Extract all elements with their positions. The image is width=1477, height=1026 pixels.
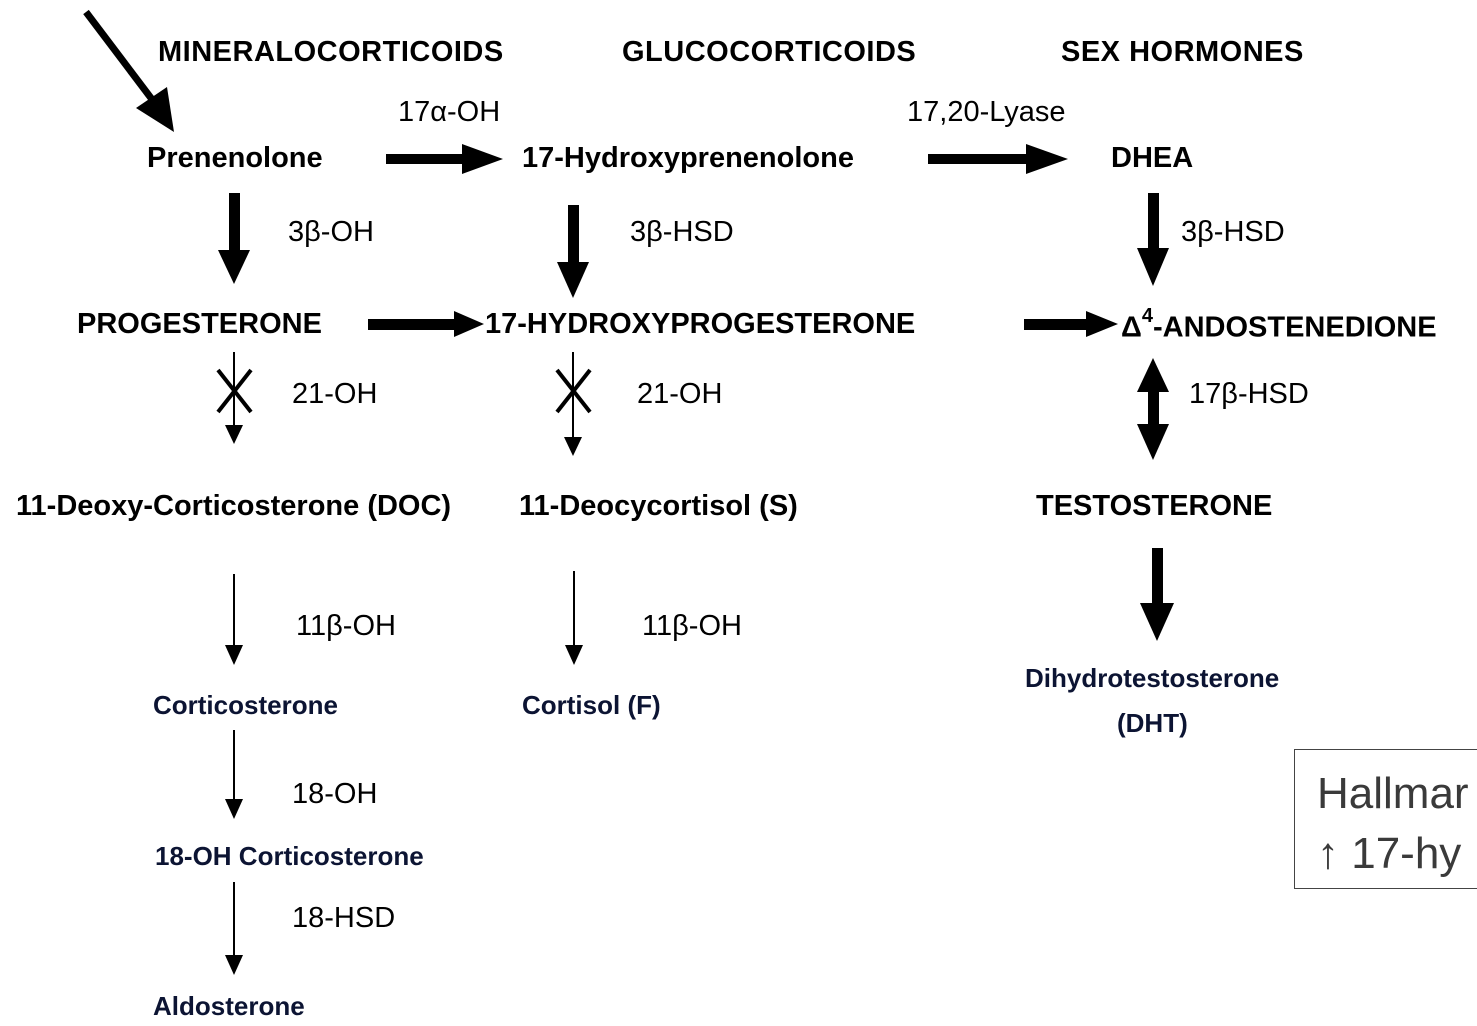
arrow-18oh-corticosterone-to-aldosterone xyxy=(225,882,243,975)
compound-progesterone: PROGESTERONE xyxy=(77,308,322,340)
callout-line-2: ↑ 17-hy xyxy=(1317,829,1462,878)
hallmark-callout-box: Hallmar ↑ 17-hy xyxy=(1294,749,1477,889)
delta-symbol: Δ xyxy=(1121,311,1142,344)
enzyme-17beta-hsd: 17β-HSD xyxy=(1189,378,1309,410)
enzyme-21-oh-mineralo: 21-OH xyxy=(292,378,378,410)
arrow-hydroxyprogesterone-to-androstenedione xyxy=(1024,311,1118,337)
compound-doc: 11-Deoxy-Corticosterone (DOC) xyxy=(16,490,452,522)
header-mineralocorticoids: MINERALOCORTICOIDS xyxy=(158,36,504,68)
arrow-progesterone-to-hydroxyprogesterone xyxy=(368,311,484,337)
arrow-deoxycortisol-to-cortisol xyxy=(565,571,583,665)
enzyme-17-20-lyase: 17,20-Lyase xyxy=(907,96,1066,128)
arrow-pregnenolone-to-progesterone xyxy=(218,193,250,284)
compound-18-oh-corticosterone: 18-OH Corticosterone xyxy=(155,841,424,871)
compound-dht-abbr: (DHT) xyxy=(1117,708,1188,738)
callout-line-1: Hallmar xyxy=(1317,769,1469,818)
arrow-hydroxypregnenolone-to-dhea xyxy=(928,144,1068,174)
double-arrow-androstenedione-testosterone xyxy=(1137,358,1169,460)
compound-11-deoxycortisol: 11-Deocycortisol (S) xyxy=(519,490,798,522)
header-sex-hormones: SEX HORMONES xyxy=(1061,36,1304,68)
compound-17-hydroxyprogesterone: 17-HYDROXYPROGESTERONE xyxy=(485,308,916,340)
compound-cortisol: Cortisol (F) xyxy=(522,690,661,720)
enzyme-18-oh: 18-OH xyxy=(292,778,378,810)
compound-aldosterone: Aldosterone xyxy=(153,991,305,1021)
arrow-pregnenolone-to-hydroxypregnenolone xyxy=(386,144,503,174)
androstenedione-label: -ANDOSTENEDIONE xyxy=(1152,311,1437,344)
arrow-doc-to-corticosterone xyxy=(225,574,243,665)
arrow-dhea-to-androstenedione xyxy=(1137,193,1169,286)
compound-pregnenolone: Prenenolone xyxy=(147,142,323,174)
blocked-arrow-progesterone-to-doc xyxy=(216,352,253,444)
enzyme-21-oh-gluco: 21-OH xyxy=(637,378,723,410)
enzyme-11beta-oh-gluco: 11β-OH xyxy=(642,610,742,642)
enzyme-3beta-oh: 3β-OH xyxy=(288,216,374,248)
entry-arrow xyxy=(83,9,174,132)
blocked-arrow-hydroxyprogesterone-to-deoxycortisol xyxy=(555,352,592,456)
compound-dht: Dihydrotestosterone xyxy=(1025,663,1280,693)
enzyme-3beta-hsd-glucocorticoid: 3β-HSD xyxy=(630,216,734,248)
enzyme-11beta-oh-mineralo: 11β-OH xyxy=(296,610,396,642)
superscript-4: 4 xyxy=(1141,305,1153,327)
enzyme-3beta-hsd-sex: 3β-HSD xyxy=(1181,216,1285,248)
arrow-testosterone-to-dht xyxy=(1140,548,1174,641)
compound-dhea: DHEA xyxy=(1111,142,1194,174)
arrow-corticosterone-to-18oh-corticosterone xyxy=(225,730,243,819)
compound-17-hydroxypregnenolone: 17-Hydroxyprenenolone xyxy=(522,142,854,174)
arrow-hydroxypregnenolone-to-hydroxyprogesterone xyxy=(557,205,589,298)
compound-androstenedione: Δ4-ANDOSTENEDIONE xyxy=(1121,306,1437,344)
header-glucocorticoids: GLUCOCORTICOIDS xyxy=(622,36,917,68)
compound-corticosterone: Corticosterone xyxy=(153,690,338,720)
compound-testosterone: TESTOSTERONE xyxy=(1036,490,1273,522)
enzyme-18-hsd: 18-HSD xyxy=(292,902,396,934)
enzyme-17alpha-oh: 17α-OH xyxy=(398,96,501,128)
